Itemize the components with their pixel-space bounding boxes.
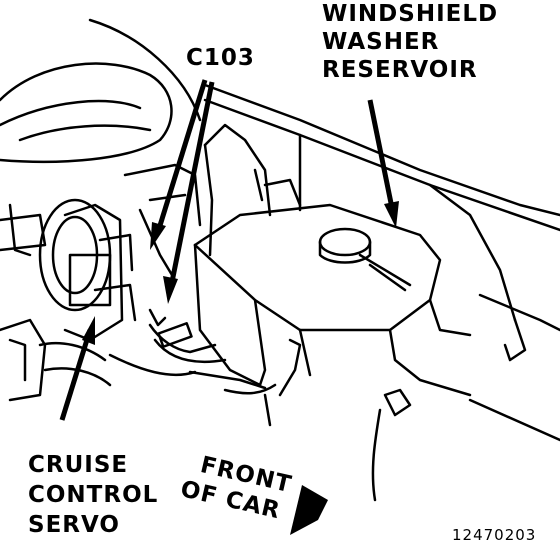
callout-arrows [59,79,395,421]
hoses [223,383,412,502]
figure-number: 12470203 [452,526,537,544]
cruise-servo-label-line1: CRUISE [28,452,129,478]
front-of-car-arrow-icon [290,485,328,535]
connector-label: C103 [186,45,255,71]
wiring-harness [108,308,267,390]
reservoir-arrowhead [384,201,399,228]
cruise-servo-label-line2: CONTROL [28,482,159,508]
c103-arrow-line-1 [155,79,208,233]
c103-arrowhead-1 [150,222,166,250]
cruise-servo-label: CRUISE CONTROL SERVO [28,450,158,540]
washer-reservoir-label: WINDSHIELD WASHER RESERVOIR [322,0,498,84]
c103-arrowhead-2 [163,276,178,304]
washer-reservoir-label-line3: RESERVOIR [322,57,478,83]
cruise-servo-label-line3: SERVO [28,512,120,538]
servo-arrow-line [59,329,93,421]
cruise-control-servo [0,198,137,402]
reservoir-arrow-line [367,99,395,209]
strut-tower [0,18,202,164]
fender-edge [203,83,560,442]
c103-arrow-line-2 [169,81,215,283]
washer-reservoir-label-line2: WASHER [322,29,440,55]
washer-reservoir [193,168,472,397]
servo-arrowhead [82,316,95,345]
washer-reservoir-label-line1: WINDSHIELD [322,1,499,27]
